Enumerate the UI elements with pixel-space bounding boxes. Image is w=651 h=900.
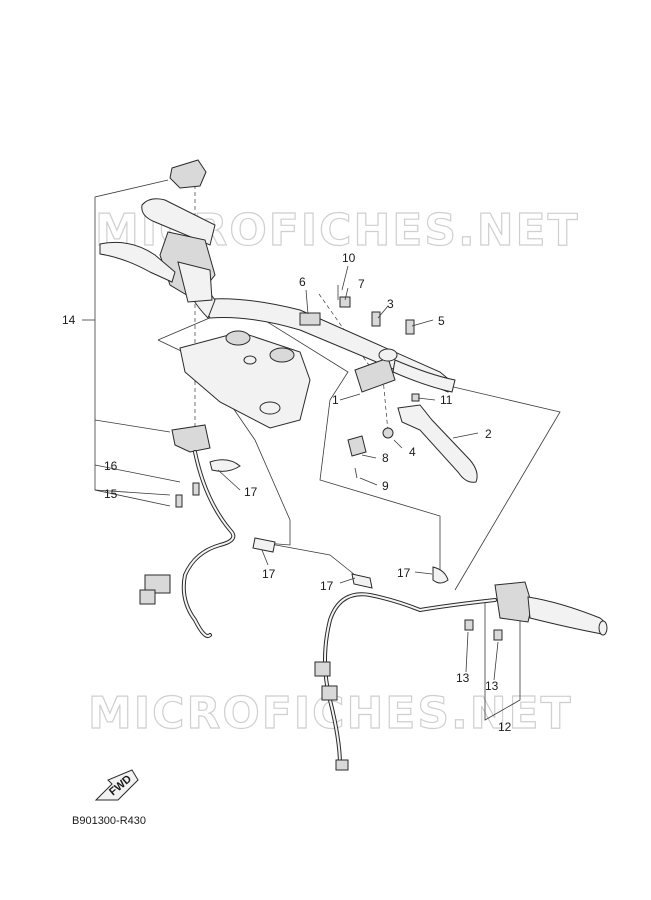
callout-2: 2 [485, 427, 492, 441]
callout-13a: 13 [456, 671, 470, 685]
callout-7: 7 [358, 277, 365, 291]
cable-band-left [252, 537, 276, 553]
screw-15 [175, 494, 183, 508]
callout-10: 10 [342, 251, 356, 265]
callout-1: 1 [332, 393, 339, 407]
left-grip-assembly [99, 198, 216, 303]
upper-bracket [179, 330, 311, 429]
cable-tie-left [209, 459, 241, 472]
fwd-arrow: FWD [94, 769, 139, 801]
callout-5: 5 [438, 314, 445, 328]
callout-13b: 13 [485, 679, 499, 693]
diagram-code: B901300-R430 [72, 815, 146, 827]
callout-17c: 17 [320, 579, 334, 593]
callout-14: 14 [62, 313, 76, 327]
switch-holder-cover [169, 159, 207, 189]
callout-8: 8 [382, 451, 389, 465]
right-switch-assembly [464, 581, 608, 641]
screw-16 [192, 482, 200, 496]
right-harness [314, 566, 497, 771]
callout-leaders [217, 265, 499, 681]
callout-17a: 17 [244, 485, 258, 499]
callout-3: 3 [387, 297, 394, 311]
callout-11: 11 [440, 393, 453, 407]
callout-17b: 17 [262, 567, 276, 581]
callout-9: 9 [382, 479, 389, 493]
left-harness [139, 450, 236, 638]
right-lever-assembly [299, 285, 478, 483]
callout-17d: 17 [397, 566, 411, 580]
callout-16: 16 [104, 459, 118, 473]
callout-labels: 1 2 3 4 5 6 7 8 9 10 11 12 13 13 14 15 1… [62, 251, 512, 734]
callout-12: 12 [498, 720, 512, 734]
left-switch [171, 424, 211, 453]
callout-15: 15 [104, 487, 118, 501]
callout-4: 4 [409, 445, 416, 459]
callout-6: 6 [299, 275, 306, 289]
